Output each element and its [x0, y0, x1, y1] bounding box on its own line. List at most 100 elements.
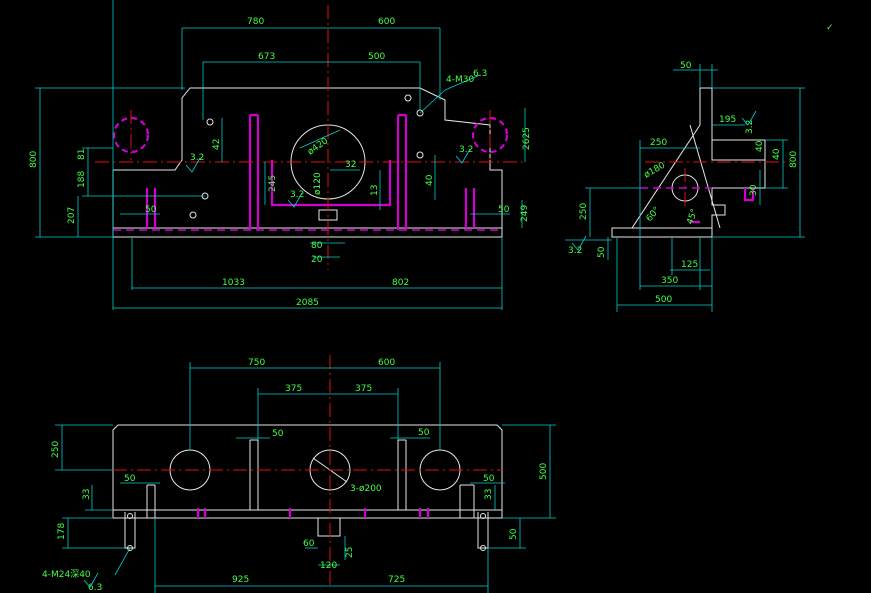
- side-angle-a: 60°: [645, 205, 663, 224]
- side-dim-50: 50: [680, 61, 692, 71]
- side-dim-50-left: 50: [597, 246, 607, 258]
- front-dim-50-right: 50: [498, 205, 510, 215]
- top-dim-250: 250: [51, 441, 61, 458]
- front-right-bore: [471, 116, 509, 154]
- top-dim-60: 60: [303, 539, 315, 549]
- front-roughness-a: 3.2: [190, 153, 204, 163]
- side-dim-195: 195: [719, 115, 736, 125]
- front-view: 780 600 673 500 1033 802 2085 800 81 188…: [29, 0, 532, 310]
- front-bore-label: ø420: [306, 136, 331, 157]
- front-dim-40: 40: [425, 174, 435, 186]
- side-dim-800: 800: [789, 151, 799, 168]
- front-dim-42: 42: [212, 139, 222, 150]
- front-dim-32: 32: [345, 160, 356, 170]
- front-roughness-symbol-b: [287, 192, 303, 208]
- side-dimensions: [565, 64, 805, 312]
- front-roughness-symbol-c: [455, 148, 471, 164]
- top-bolt-label: 4-M24深40: [42, 569, 91, 580]
- top-rib-4: [459, 484, 475, 518]
- top-stem: [317, 517, 341, 537]
- side-dim-250-left: 250: [579, 203, 589, 220]
- front-dim-245: 245: [268, 175, 278, 192]
- front-dim-500: 500: [368, 52, 385, 62]
- top-dim-375b: 375: [355, 384, 372, 394]
- front-dim-13: 13: [370, 185, 380, 196]
- front-outline: [112, 87, 503, 238]
- side-bore-label: ø180: [643, 160, 668, 180]
- top-bolt-2: [127, 545, 133, 551]
- top-dim-600: 600: [378, 358, 395, 368]
- front-dim-207: 207: [67, 207, 77, 224]
- front-boss: [270, 160, 392, 207]
- top-foot-left: [124, 512, 136, 549]
- top-dim-925: 925: [232, 575, 249, 585]
- front-dim-802: 802: [392, 278, 409, 288]
- front-hole-1: [206, 118, 214, 126]
- top-rib-1: [146, 484, 156, 518]
- front-left-bore: [112, 116, 150, 154]
- side-dim-125: 125: [681, 260, 698, 270]
- top-dimensions: [55, 362, 556, 593]
- front-hole-2: [404, 94, 412, 102]
- top-rib-2: [249, 439, 259, 510]
- top-dim-725: 725: [388, 575, 405, 585]
- top-outline: [112, 424, 503, 511]
- side-roughness-a: 3.2: [745, 120, 755, 134]
- top-hidden-marks: [196, 508, 430, 518]
- front-dim-81: 81: [77, 149, 87, 160]
- top-bolt-1: [127, 513, 133, 519]
- front-hole-6: [189, 211, 197, 219]
- front-dim-780: 780: [247, 17, 264, 27]
- front-roughness-c: 3.2: [459, 145, 473, 155]
- side-roughness-symbol-a: [741, 110, 757, 126]
- top-dim-178: 178: [57, 523, 67, 540]
- front-dim-249: 249: [520, 205, 530, 222]
- front-roughness-d: 6.3: [473, 69, 487, 79]
- top-dim-50b: 50: [418, 428, 430, 438]
- side-angle-b: 45°: [685, 208, 700, 226]
- front-hole-label: 4-M30: [446, 75, 474, 85]
- side-roughness-b: 3.2: [568, 246, 582, 256]
- front-dim-2085: 2085: [296, 298, 319, 308]
- front-dim-673: 673: [258, 52, 275, 62]
- front-hole-4: [416, 151, 424, 159]
- side-dim-30: 30: [749, 184, 759, 196]
- front-roughness-symbol-a: [185, 157, 201, 173]
- side-dim-350: 350: [661, 276, 678, 286]
- top-dim-120: 120: [320, 561, 337, 571]
- side-dim-40b: 40: [772, 148, 782, 160]
- side-hidden-2: [743, 188, 755, 202]
- top-dim-33b: 33: [484, 489, 494, 500]
- top-dim-500: 500: [539, 463, 549, 480]
- top-foot-right: [477, 512, 489, 549]
- front-dim-80: 80: [311, 241, 323, 251]
- top-rib-3: [397, 439, 407, 510]
- top-bolt-3: [480, 513, 486, 519]
- top-dim-750: 750: [248, 358, 265, 368]
- front-rib-far-right: [464, 188, 476, 228]
- top-hole-label: 3-ø200: [350, 484, 382, 494]
- top-dim-50d: 50: [483, 474, 495, 484]
- side-roughness-symbol-b: [571, 235, 587, 251]
- side-view: 50 195 250 40 40 800 30 250 50 125 350 5…: [565, 61, 805, 312]
- top-bolt-4: [480, 545, 486, 551]
- front-dim-2625: 2625: [522, 127, 532, 150]
- side-rib-edge: [689, 124, 721, 229]
- top-view: 750 600 375 375 50 50 50 50 50 250 500 3…: [42, 355, 556, 593]
- front-dim-1033: 1033: [222, 278, 245, 288]
- front-dim-600: 600: [378, 17, 395, 27]
- top-dim-375a: 375: [285, 384, 302, 394]
- top-dim-50e: 50: [509, 528, 519, 540]
- side-dim-500: 500: [655, 295, 672, 305]
- top-roughness: 6.3: [88, 583, 102, 593]
- corner-roughness-symbol: ✓: [826, 23, 834, 33]
- side-dim-40a: 40: [755, 140, 765, 152]
- front-dimensions: [35, 0, 526, 310]
- front-rib-far-left: [145, 188, 157, 228]
- side-outline: [611, 87, 766, 238]
- side-dim-250-top: 250: [650, 138, 667, 148]
- front-phi-label: ø120: [313, 172, 323, 195]
- top-dim-25: 25: [345, 547, 355, 558]
- top-dim-50c: 50: [124, 474, 136, 484]
